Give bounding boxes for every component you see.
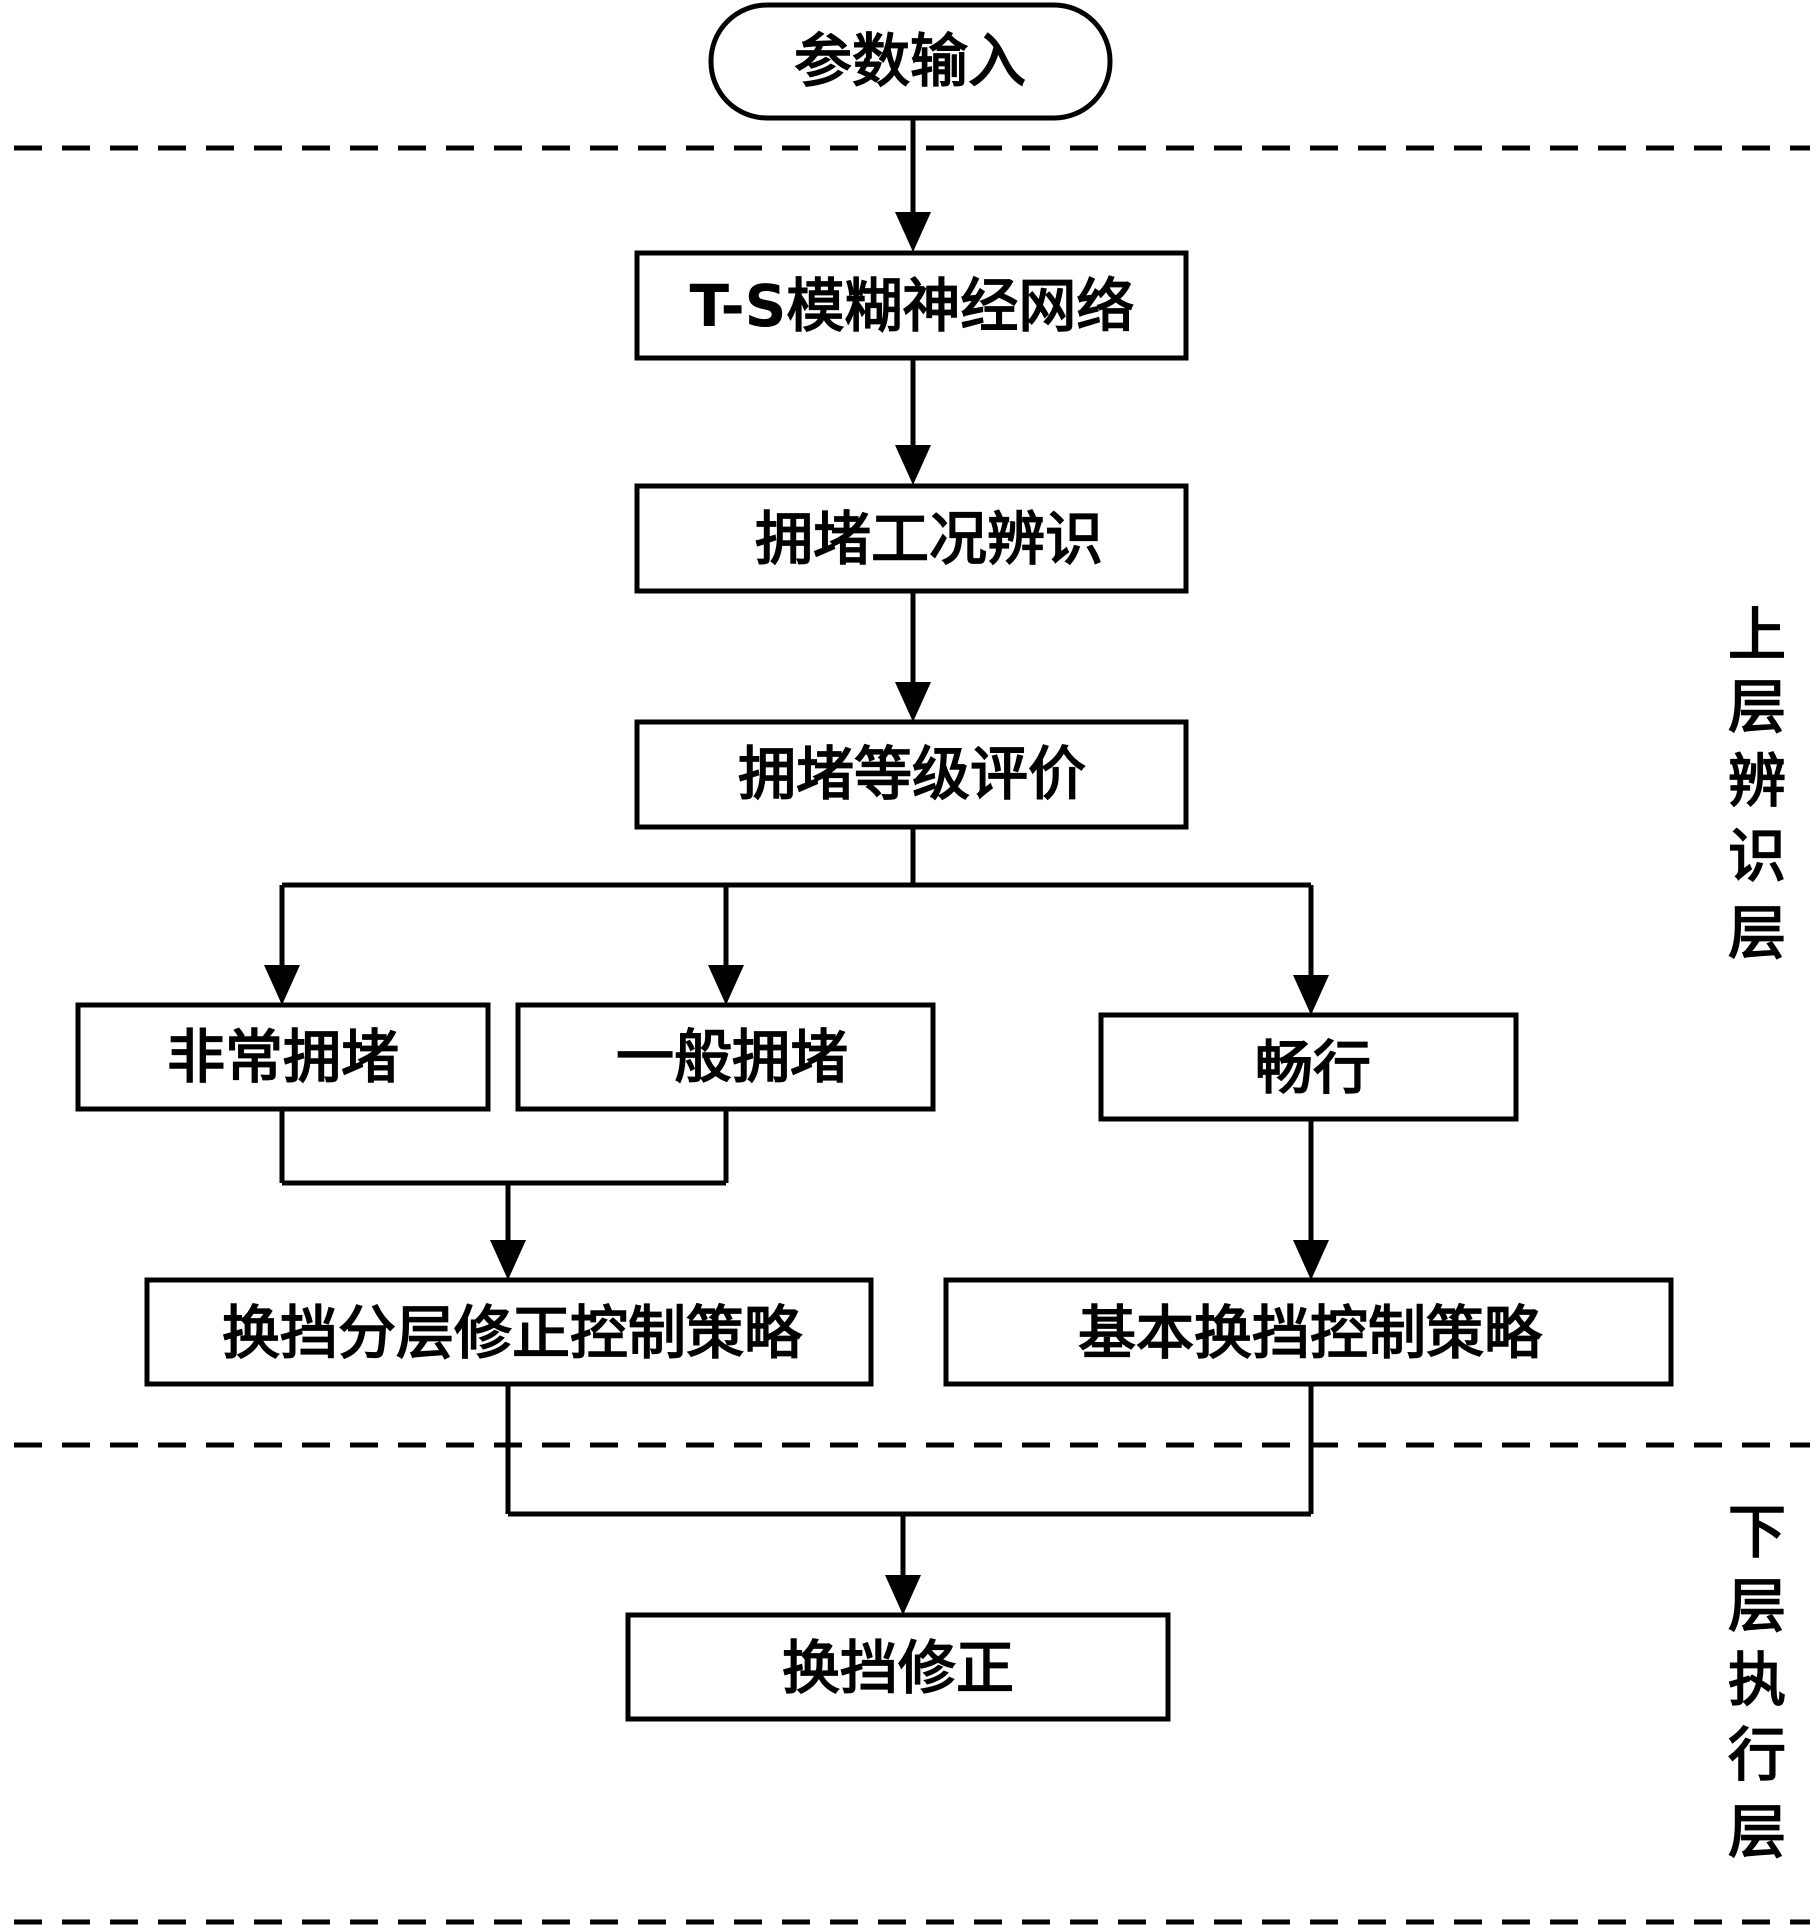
arrowhead-moderate [708,965,744,1005]
upper-layer-char-5: 层 [1728,899,1786,967]
node-severe-box [75,1002,491,1112]
arrowhead-ts [895,212,931,252]
arrowhead-severe [264,965,300,1005]
arrowhead-level [895,682,931,722]
upper-layer-char-2: 层 [1728,673,1786,741]
node-moderate-box [515,1002,936,1112]
upper-layer-char-4: 识 [1728,822,1786,890]
upper-layer-char-1: 上 [1728,601,1786,669]
lower-layer-char-3: 执 [1728,1646,1786,1714]
label-ts-network: T-S模糊神经网络 [690,272,1135,340]
layer-label-upper: 上 层 辨 识 层 [1728,601,1786,967]
nodes [75,2,1674,1722]
label-severe: 非常拥堵 [167,1023,399,1091]
lower-layer-char-4: 行 [1728,1721,1786,1789]
arrowhead-basic [1293,1240,1329,1280]
lower-layer-char-2: 层 [1728,1572,1786,1640]
label-layered-strategy: 换挡分层修正控制策略 [222,1299,803,1367]
node-layered-strategy-box [144,1277,874,1387]
label-basic-strategy: 基本换挡控制策略 [1078,1299,1543,1367]
layer-separators [14,145,1810,1925]
node-level-evaluate-box [634,719,1189,830]
label-level-evaluate: 拥堵等级评价 [738,740,1086,808]
arrowhead-condition [895,445,931,485]
arrowhead-correction [885,1575,921,1615]
node-smooth-box [1098,1012,1519,1122]
arrowhead-smooth [1293,975,1329,1015]
node-ts-network-box [634,250,1189,361]
layer-label-lower: 下 层 执 行 层 [1728,1498,1786,1866]
upper-layer-char-3: 辨 [1728,747,1786,815]
connectors [264,120,1329,1615]
label-input: 参数输入 [794,27,1026,95]
node-condition-identify-box [634,483,1189,594]
label-smooth: 畅行 [1255,1034,1371,1102]
label-moderate: 一般拥堵 [616,1023,848,1091]
label-shift-correction: 换挡修正 [782,1634,1014,1702]
label-condition-identify: 拥堵工况辨识 [755,505,1103,573]
node-shift-correction-box [625,1612,1171,1722]
lower-layer-char-5: 层 [1728,1798,1786,1866]
node-input-box [708,2,1113,121]
arrowhead-layered [490,1240,526,1280]
node-labels: 参数输入 T-S模糊神经网络 拥堵工况辨识 拥堵等级评价 非常拥堵 一般拥堵 畅… [167,27,1543,1702]
lower-layer-char-1: 下 [1728,1498,1786,1566]
node-basic-strategy-box [943,1277,1674,1387]
